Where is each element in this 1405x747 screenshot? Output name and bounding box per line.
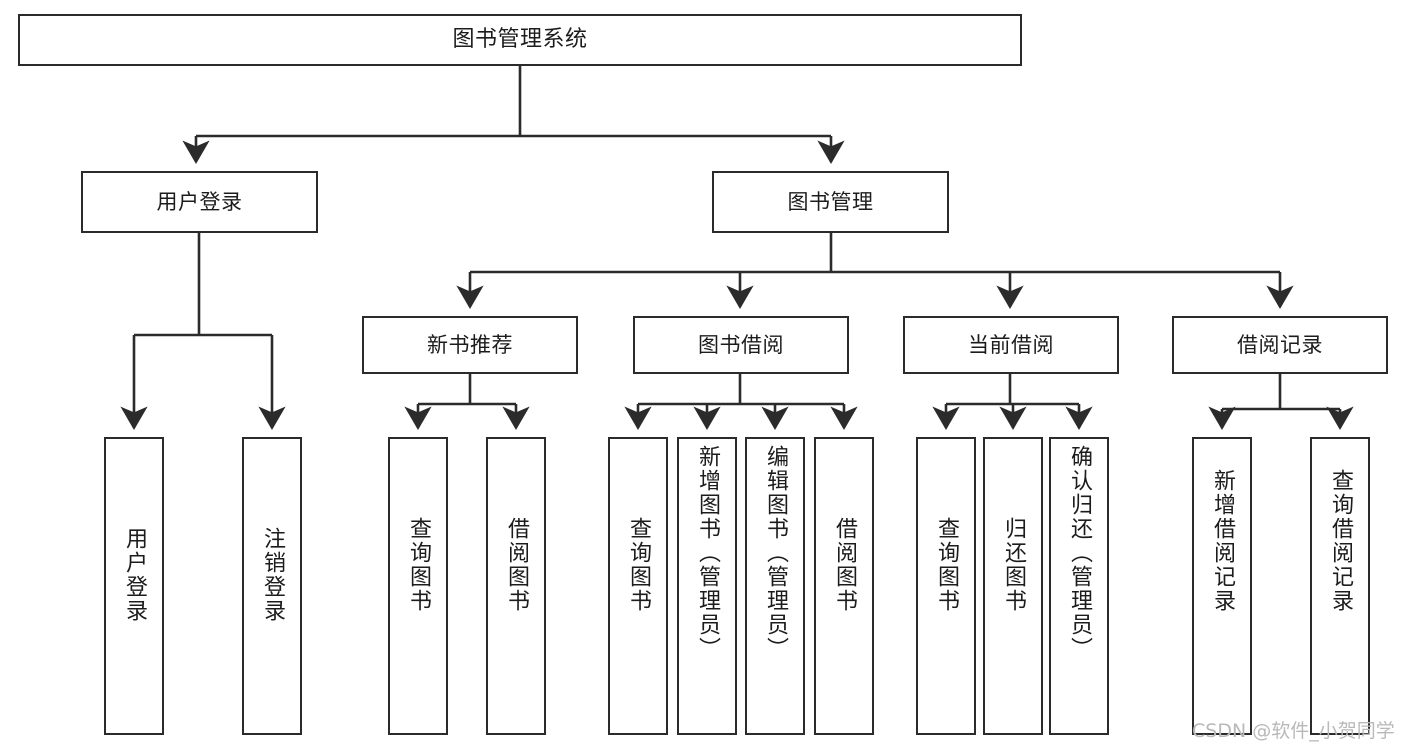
node-leaf-return-book-label: 归还图书: [1001, 517, 1026, 613]
node-leaf-query-record[interactable]: 查询借阅记录: [1310, 437, 1370, 735]
node-borrow-record[interactable]: 借阅记录: [1172, 316, 1388, 374]
node-leaf-query-book-2[interactable]: 查询图书: [608, 437, 668, 735]
node-leaf-user-logout-label: 注销登录: [260, 527, 285, 623]
node-current-borrow-label: 当前借阅: [968, 332, 1054, 357]
node-leaf-add-record[interactable]: 新增借阅记录: [1192, 437, 1252, 735]
node-book-manage-label: 图书管理: [787, 189, 874, 214]
node-leaf-edit-book[interactable]: 编辑图书（管理员）: [745, 437, 805, 735]
node-leaf-user-login[interactable]: 用户登录: [104, 437, 164, 735]
node-leaf-query-book-3-label: 查询图书: [934, 517, 959, 613]
node-root-label: 图书管理系统: [452, 27, 588, 53]
node-leaf-query-book-2-label: 查询图书: [626, 517, 651, 613]
node-leaf-query-record-label: 查询借阅记录: [1328, 469, 1353, 613]
node-book-manage[interactable]: 图书管理: [712, 171, 949, 233]
node-leaf-user-login-label: 用户登录: [122, 527, 147, 623]
node-root[interactable]: 图书管理系统: [18, 14, 1022, 66]
watermark: CSDN @软件_小贺同学: [1192, 720, 1395, 742]
node-leaf-query-book-3[interactable]: 查询图书: [916, 437, 976, 735]
node-current-borrow[interactable]: 当前借阅: [903, 316, 1119, 374]
node-new-book-rec[interactable]: 新书推荐: [362, 316, 578, 374]
node-user-login[interactable]: 用户登录: [81, 171, 318, 233]
node-leaf-add-record-label: 新增借阅记录: [1210, 469, 1235, 613]
node-leaf-confirm-return-label: 确认归还（管理员）: [1067, 445, 1092, 661]
node-leaf-confirm-return[interactable]: 确认归还（管理员）: [1049, 437, 1109, 735]
node-borrow-record-label: 借阅记录: [1237, 332, 1323, 357]
node-user-login-label: 用户登录: [156, 189, 243, 214]
node-new-book-rec-label: 新书推荐: [427, 332, 513, 357]
node-leaf-borrow-book-2[interactable]: 借阅图书: [814, 437, 874, 735]
node-leaf-borrow-book-1-label: 借阅图书: [504, 517, 529, 613]
node-leaf-add-book[interactable]: 新增图书（管理员）: [677, 437, 737, 735]
node-leaf-add-book-label: 新增图书（管理员）: [695, 445, 720, 661]
node-book-borrow[interactable]: 图书借阅: [633, 316, 849, 374]
node-leaf-user-logout[interactable]: 注销登录: [242, 437, 302, 735]
node-leaf-query-book-1[interactable]: 查询图书: [388, 437, 448, 735]
node-leaf-query-book-1-label: 查询图书: [406, 517, 431, 613]
node-leaf-borrow-book-2-label: 借阅图书: [832, 517, 857, 613]
node-leaf-edit-book-label: 编辑图书（管理员）: [763, 445, 788, 661]
node-leaf-borrow-book-1[interactable]: 借阅图书: [486, 437, 546, 735]
node-book-borrow-label: 图书借阅: [698, 332, 784, 357]
node-leaf-return-book[interactable]: 归还图书: [983, 437, 1043, 735]
